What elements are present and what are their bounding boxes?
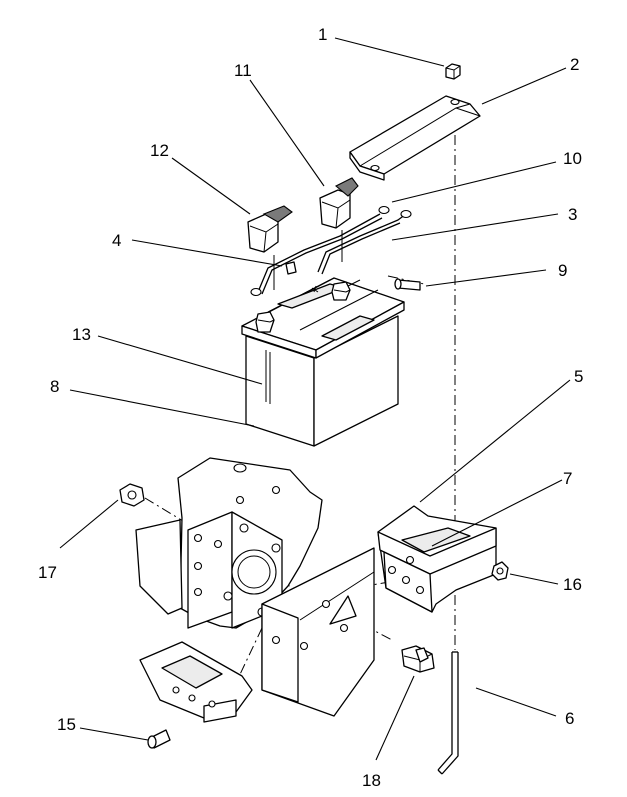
part-17-nut: [119, 483, 145, 507]
part-11-terminal-boot: [319, 177, 359, 229]
callout-2: 2: [570, 55, 579, 74]
callout-13: 13: [72, 325, 91, 344]
callout-11: 11: [234, 61, 252, 80]
callout-4: 4: [112, 231, 121, 250]
callout-8: 8: [50, 377, 59, 396]
part-18-flange-bolt: [401, 645, 435, 673]
part-4-clip: [285, 261, 297, 275]
callout-5: 5: [574, 367, 583, 386]
part-6-j-bolt: [437, 651, 459, 775]
callout-1: 1: [318, 25, 327, 44]
part-5-frame-bracket: [135, 457, 323, 629]
lower-left-bracket: [139, 641, 253, 723]
part-2-hold-down-bar: [349, 95, 481, 181]
callout-15: 15: [57, 715, 76, 734]
part-15-bolt: [147, 729, 171, 749]
callout-17: 17: [38, 563, 57, 582]
part-9-bolt: [394, 278, 421, 291]
callout-7: 7: [563, 469, 572, 488]
callout-12: 12: [150, 141, 169, 160]
part-1-nut: [445, 63, 461, 80]
part-7-support-bracket: [377, 505, 497, 613]
callout-3: 3: [568, 205, 577, 224]
callout-10: 10: [563, 149, 582, 168]
callout-9: 9: [558, 261, 567, 280]
part-10-part-3-cables: [250, 205, 412, 297]
callout-18: 18: [362, 771, 381, 790]
callouts: 1 2 3 4 5 6 7 8 9 10 11 12 13 15 16 17 1…: [38, 25, 583, 790]
part-12-terminal-boot: [247, 205, 293, 253]
callout-16: 16: [563, 575, 582, 594]
center-mounting-plate: [261, 547, 375, 717]
leader-lines: [59, 37, 571, 761]
callout-6: 6: [565, 709, 574, 728]
part-13-part-8-battery: [241, 277, 405, 447]
part-16-nut: [491, 561, 509, 581]
